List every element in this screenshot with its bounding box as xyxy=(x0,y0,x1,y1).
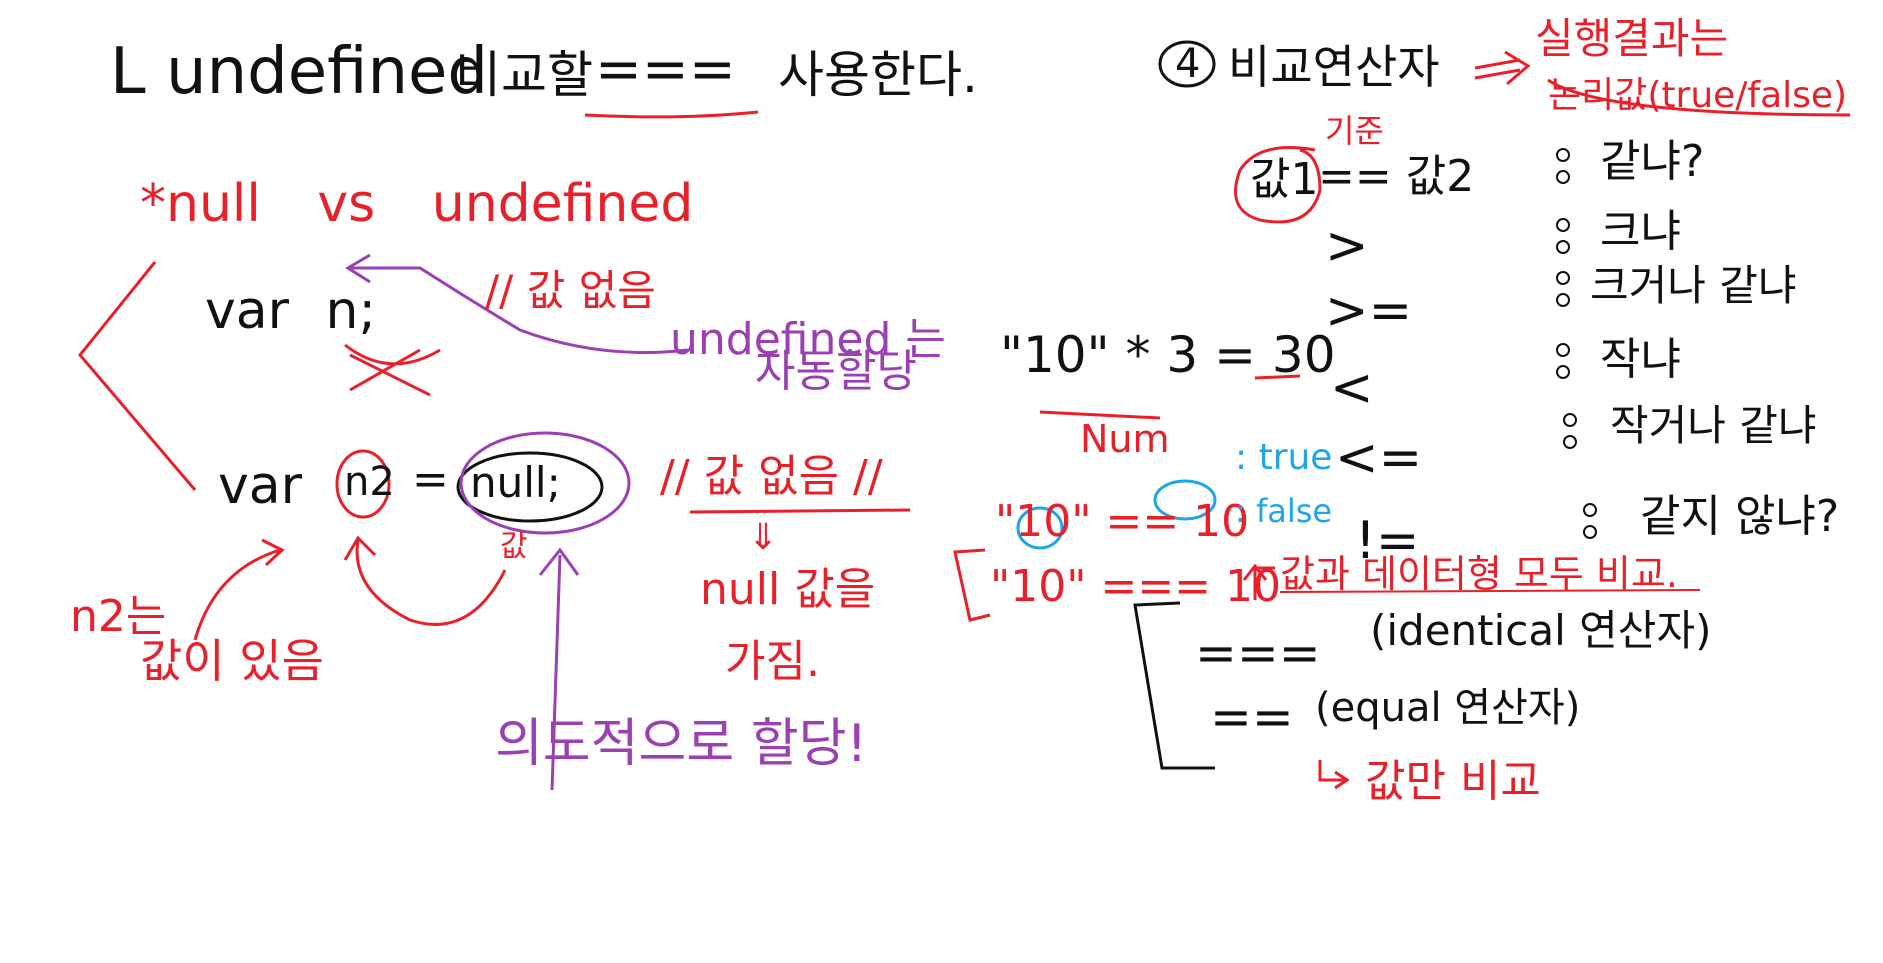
circle-null-purple xyxy=(459,431,631,535)
note-null-has-2: 가짐. xyxy=(725,636,820,687)
underline-compare-all xyxy=(1279,589,1701,593)
left-bracket xyxy=(78,261,197,491)
comparison-op: 비교연산자 xyxy=(1228,40,1440,94)
op-lte: <= xyxy=(1335,428,1423,488)
title-op: === xyxy=(595,37,736,102)
title-use: 사용한다. xyxy=(778,46,978,104)
value-only: 값만 비교 xyxy=(1365,756,1541,807)
underline-op xyxy=(584,110,759,119)
loop-arrow-head xyxy=(343,535,377,561)
bullet-5 xyxy=(1563,413,1577,427)
expr-true: : true xyxy=(1235,437,1333,478)
note-null-has-1: null 값을 xyxy=(700,564,876,615)
underline-30 xyxy=(1254,374,1301,380)
cross-mark-1 xyxy=(344,343,441,366)
identical-op: === xyxy=(1195,624,1321,682)
bullet-2 xyxy=(1556,218,1570,232)
arrow-compare-all xyxy=(1242,563,1275,600)
note-auto-assign-2: 자동할당 xyxy=(755,346,917,397)
bullet-4b xyxy=(1556,365,1570,379)
bullet-6 xyxy=(1583,503,1597,517)
op-lt: < xyxy=(1330,358,1374,418)
label-value: 값 xyxy=(500,529,528,564)
identical-label: (identical 연산자) xyxy=(1370,606,1712,655)
op-gt: > xyxy=(1325,216,1369,276)
op-gte: >= xyxy=(1325,281,1413,341)
code-var-n: var n; xyxy=(205,281,377,341)
code-null: null; xyxy=(470,458,561,507)
circle-10-right xyxy=(1153,479,1217,521)
expr-mult: "10" * 3 = 30 xyxy=(1000,326,1336,384)
circle-10-left xyxy=(1016,506,1064,550)
code-var: var xyxy=(218,456,303,516)
bullet-2b xyxy=(1556,240,1570,254)
note-compare-all: 값과 데이터형 모두 비교. xyxy=(1280,552,1678,596)
n2-arrow-head xyxy=(261,538,285,567)
title-undefined: L undefined xyxy=(110,35,488,109)
loop-arrow xyxy=(355,539,507,626)
bullet-1b xyxy=(1556,170,1570,184)
note-no-value-2: // 값 없음 // xyxy=(660,451,883,502)
op-ne: != xyxy=(1355,511,1420,571)
expr-eq: == 값2 xyxy=(1318,151,1475,202)
up-arrow xyxy=(550,554,562,791)
title-compare: 비교할 xyxy=(455,46,593,104)
divider-line xyxy=(689,508,911,514)
circle-value1 xyxy=(1234,146,1322,224)
note-n2-has-1: n2는 xyxy=(70,591,167,642)
circle-null-black xyxy=(456,451,604,523)
expr-eq3: "10" === 10 xyxy=(990,561,1282,612)
q-less-equal: 작거나 같냐 xyxy=(1610,401,1817,450)
note-no-value-1: // 값 없음 xyxy=(485,266,656,315)
q-greater-equal: 크거나 같냐 xyxy=(1590,261,1797,310)
result-2: 논리값(true/false) xyxy=(1548,75,1848,116)
cross-mark-3 xyxy=(349,353,431,397)
note-auto-assign-1: undefined 는 xyxy=(670,314,946,365)
underline-num xyxy=(1039,410,1161,420)
q-less: 작냐 xyxy=(1600,334,1681,385)
bullet-1 xyxy=(1556,148,1570,162)
bullet-3b xyxy=(1556,293,1570,307)
bullet-3 xyxy=(1556,271,1570,285)
circled-four: 4 xyxy=(1175,41,1201,87)
circle-n2 xyxy=(335,449,391,519)
arrow-to-n xyxy=(350,266,689,354)
bullet-4 xyxy=(1556,343,1570,357)
note-n2-has-2: 값이 있음 xyxy=(140,634,324,688)
expr-false: : false xyxy=(1235,492,1333,530)
n2-arrow xyxy=(193,548,281,641)
arrow-result xyxy=(1474,50,1531,86)
code-n2: n2 xyxy=(344,459,395,505)
bullet-6b xyxy=(1583,525,1597,539)
expr-eq2-left: "10" == 10 xyxy=(995,496,1250,547)
equal-op: == xyxy=(1210,688,1294,746)
cross-mark-2 xyxy=(349,348,421,392)
q-equal: 같냐? xyxy=(1600,136,1705,187)
code-eq: = xyxy=(412,454,449,505)
value1: 값1 xyxy=(1250,154,1319,205)
bullet-5b xyxy=(1563,435,1577,449)
underline-result xyxy=(1547,78,1851,117)
equal-label: (equal 연산자) xyxy=(1315,685,1581,731)
up-arrow-head xyxy=(538,547,580,576)
bracket-black-ops xyxy=(1133,601,1215,770)
label-number: Num xyxy=(1080,417,1170,461)
arrow-value-only xyxy=(1318,760,1350,790)
note-intentional: 의도적으로 할당! xyxy=(495,714,868,774)
arrow-to-n-head xyxy=(345,253,371,284)
q-not-equal: 같지 않냐? xyxy=(1640,491,1840,542)
base-label: 기준 xyxy=(1325,112,1384,150)
circle-4 xyxy=(1158,40,1216,88)
result-1: 실행결과는 xyxy=(1535,14,1729,63)
q-greater: 크냐 xyxy=(1600,206,1681,257)
null-vs-undefined: *null vs undefined xyxy=(140,174,694,234)
bracket-red-right xyxy=(953,548,991,622)
arrow-down: ⇓ xyxy=(748,517,779,558)
